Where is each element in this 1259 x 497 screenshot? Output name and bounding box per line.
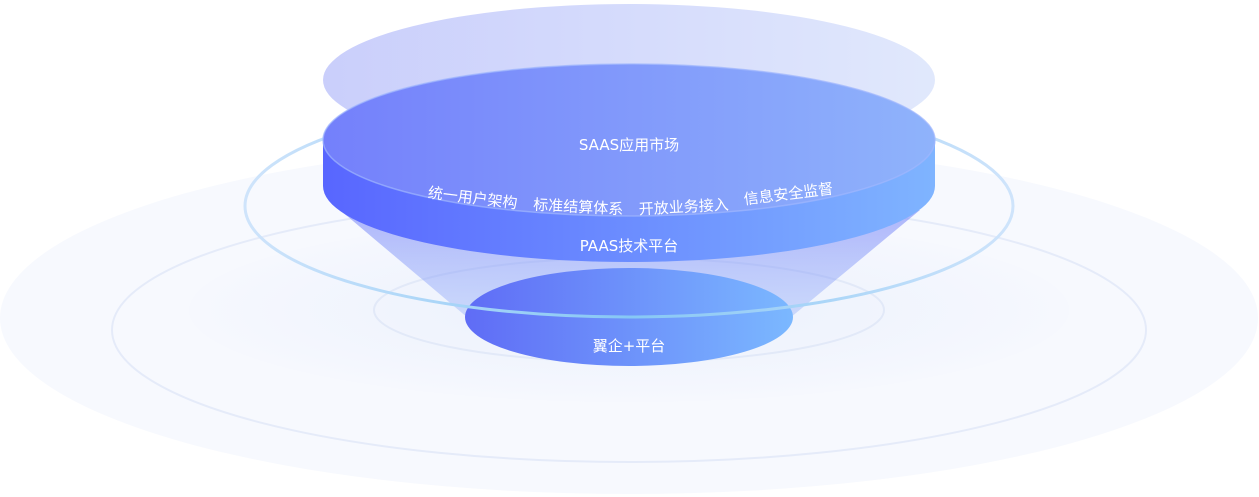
saas-disc-edge: [322, 63, 936, 217]
paas-label: PAAS技术平台: [580, 237, 679, 255]
saas-disc-face: [323, 64, 935, 216]
capability-settlement: 标准结算体系: [533, 196, 624, 219]
saas-label: SAAS应用市场: [579, 136, 679, 154]
base-label: 翼企+平台: [593, 337, 666, 355]
capability-open-access: 开放业务接入: [638, 196, 729, 219]
